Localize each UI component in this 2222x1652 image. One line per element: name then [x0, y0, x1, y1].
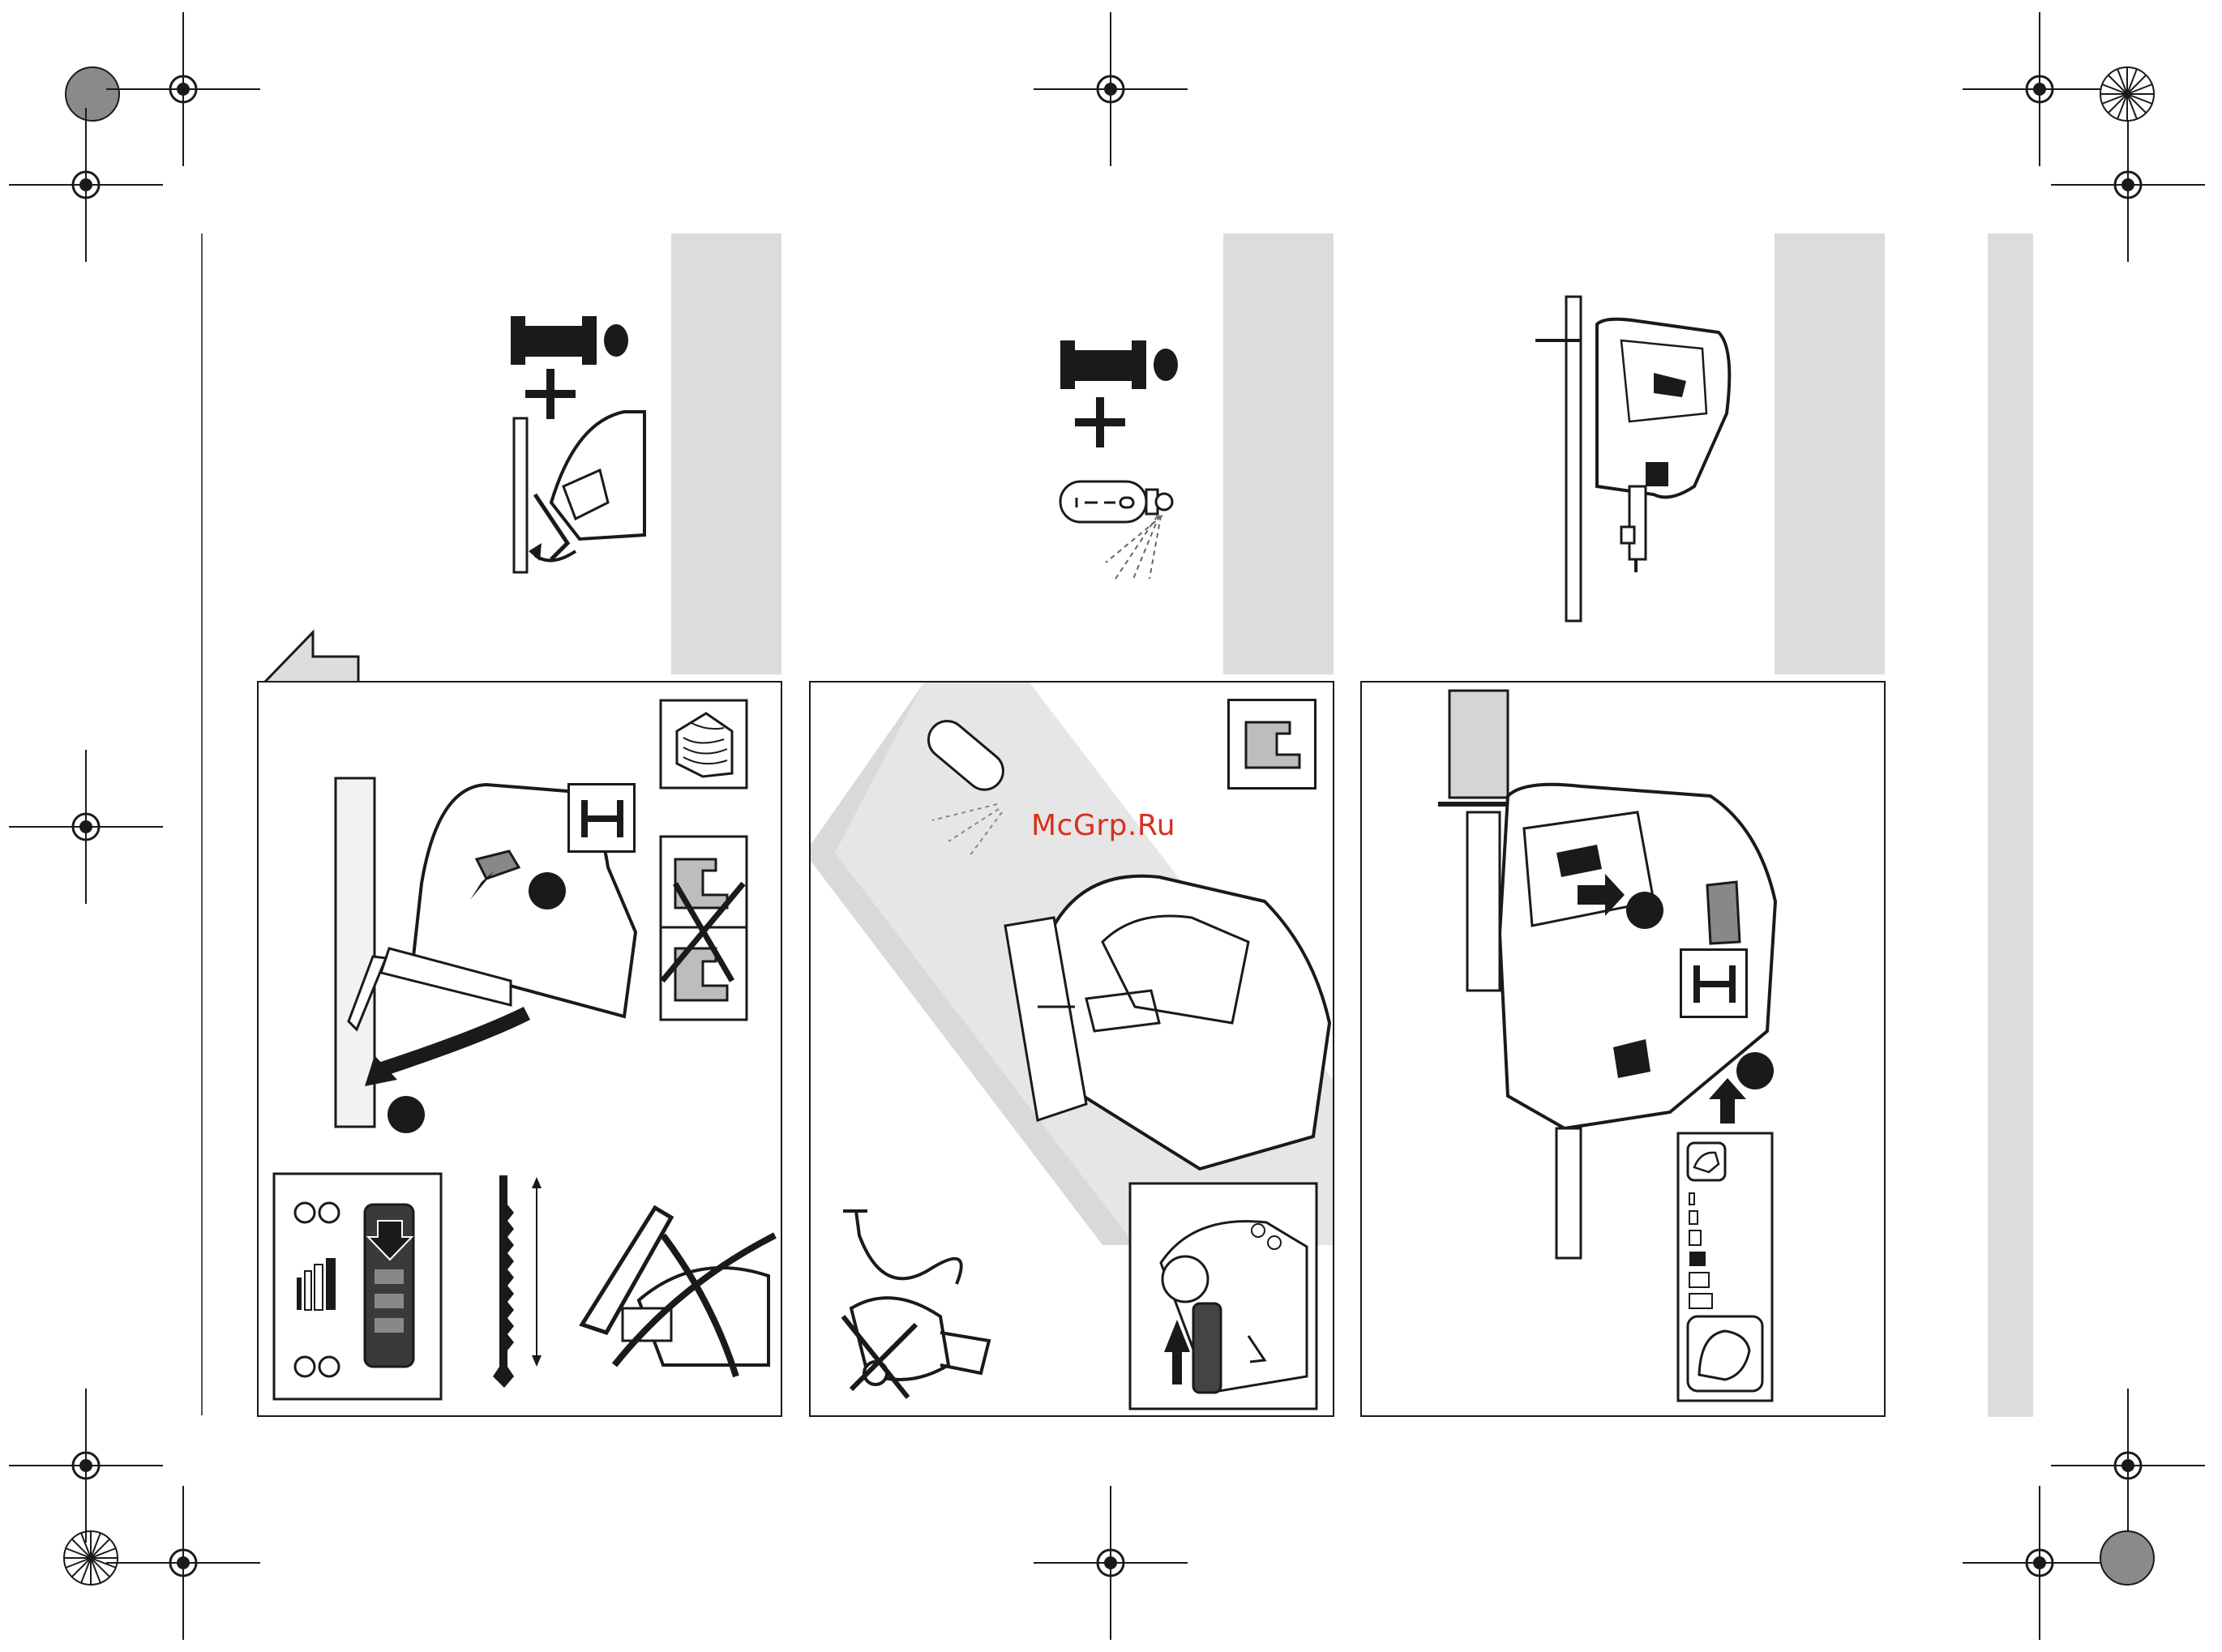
up-arrow-icon	[1709, 1078, 1746, 1123]
gray-band-right	[1988, 233, 2033, 1417]
battery-icon	[1060, 332, 1182, 397]
step-marker-2	[387, 1096, 425, 1133]
saw-blade-icon	[475, 1172, 548, 1391]
page-margin-line	[201, 233, 203, 1415]
jigsaw-side-illustration	[1532, 292, 1743, 624]
jigsaw-crossed-illustration	[574, 1203, 781, 1378]
h-blade-icon	[567, 783, 636, 853]
pendulum-setting-scale	[1676, 1132, 1774, 1402]
watermark-text: McGrp.Ru	[1031, 809, 1175, 842]
dust-extraction-inset	[1128, 1182, 1318, 1410]
plus-icon	[1075, 397, 1125, 447]
vacuum-crossed-illustration	[819, 1203, 1005, 1406]
h-blade-icon	[1680, 948, 1748, 1018]
spray-icon	[1059, 478, 1180, 584]
wood-icon	[659, 699, 748, 790]
jigsaw-tilt-illustration	[503, 405, 649, 576]
step-marker-1	[529, 872, 566, 909]
gray-band-2	[1223, 233, 1334, 674]
color-target-icon	[66, 67, 119, 121]
gray-band-3	[1775, 233, 1885, 674]
blade-setting-icon-crossed	[659, 835, 748, 1021]
speed-setting-illustration	[272, 1172, 443, 1401]
color-target-icon	[2100, 1531, 2154, 1585]
step-marker-1	[1626, 892, 1663, 929]
gray-band-1	[671, 233, 781, 674]
battery-icon	[511, 308, 632, 373]
blade-setting-icon	[1227, 699, 1317, 790]
